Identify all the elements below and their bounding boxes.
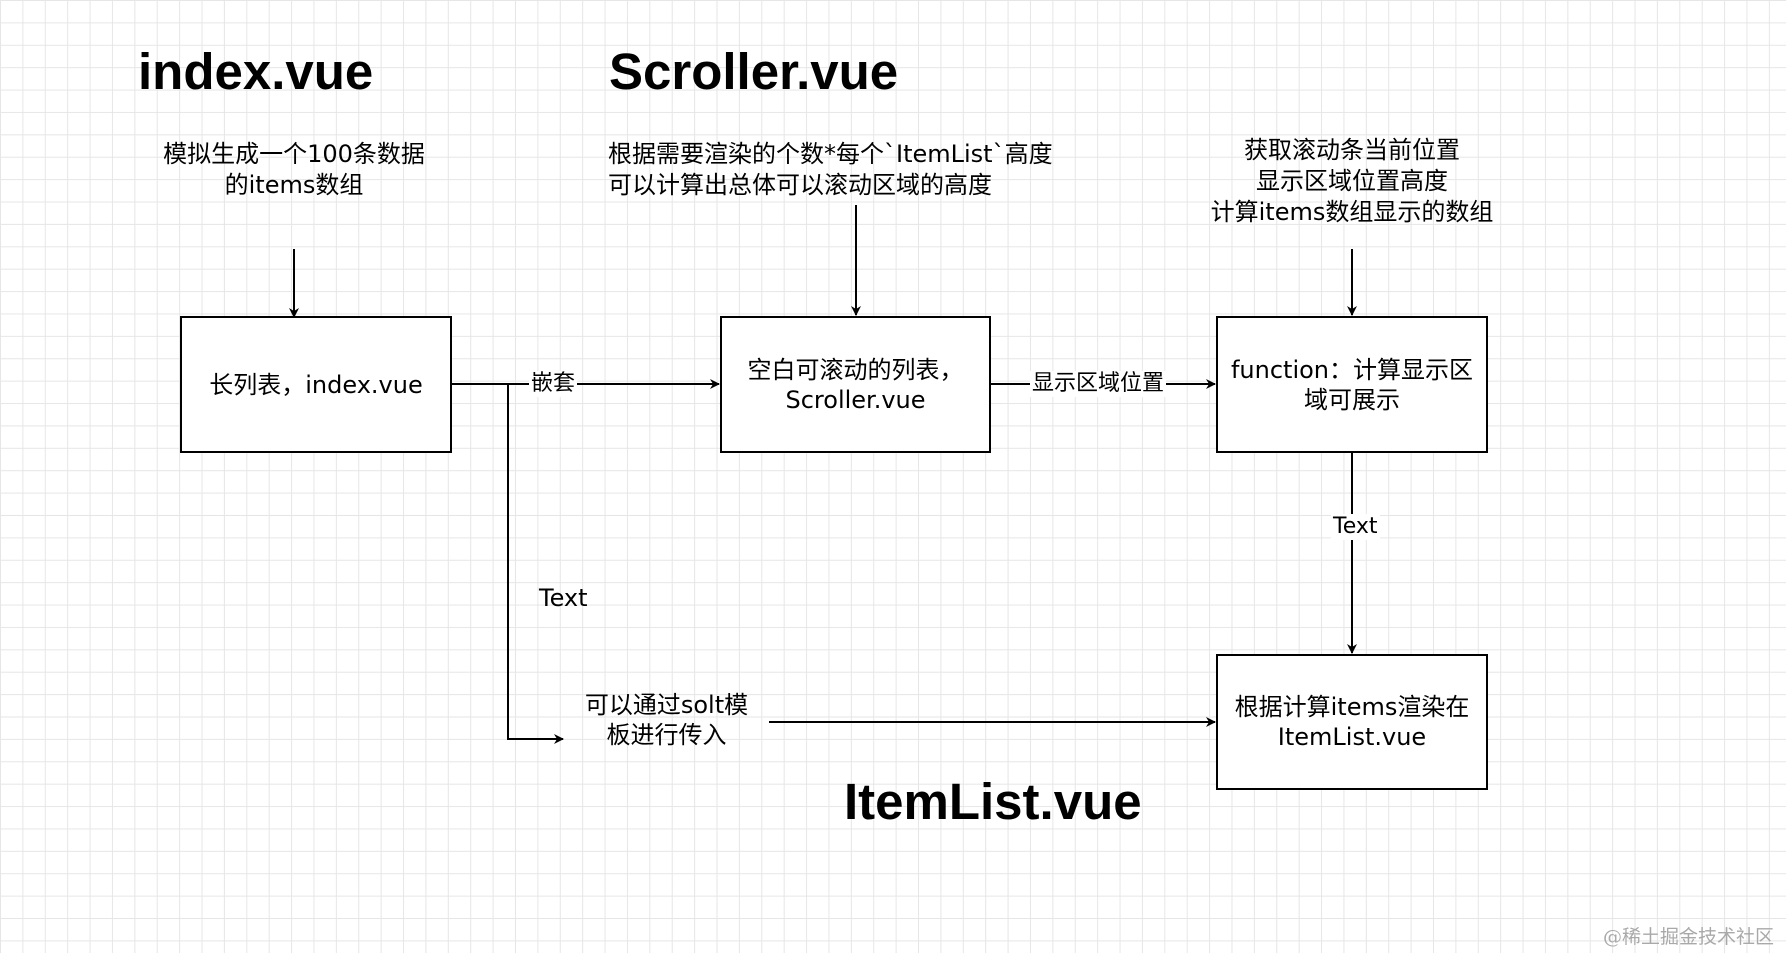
heading-index-vue: index.vue — [138, 43, 374, 100]
note-scroll-position-line-1: 获取滚动条当前位置 — [1244, 136, 1460, 164]
node-compute-function: function：计算显示区 域可展示 — [1216, 316, 1488, 453]
node-render-items-label: 根据计算items渲染在 ItemList.vue — [1234, 693, 1470, 751]
node-slot-note: 可以通过solt模 板进行传入 — [584, 691, 749, 749]
note-mock-data: 模拟生成一个100条数据 的items数组 — [138, 139, 450, 201]
note-scroll-position-line-2: 显示区域位置高度 — [1256, 167, 1448, 195]
heading-scroller-vue: Scroller.vue — [609, 43, 899, 100]
edge-label-visible-position: 显示区域位置 — [1030, 371, 1167, 397]
note-scroll-position-line-3: 计算items数组显示的数组 — [1210, 198, 1494, 226]
watermark: @稀土掘金技术社区 — [1602, 926, 1774, 948]
note-scroll-position: 获取滚动条当前位置 显示区域位置高度 计算items数组显示的数组 — [1182, 135, 1522, 228]
note-scroll-height-line-1: 根据需要渲染的个数*每个`ItemList`高度 — [608, 140, 1053, 168]
node-long-list-label: 长列表，index.vue — [209, 370, 423, 399]
node-compute-function-label: function：计算显示区 域可展示 — [1230, 355, 1474, 414]
note-scroll-height: 根据需要渲染的个数*每个`ItemList`高度 可以计算出总体可以滚动区域的高… — [608, 139, 1053, 201]
edge-label-text-left: Text — [539, 584, 588, 612]
edge-label-nest: 嵌套 — [529, 371, 578, 397]
edge-label-text-right: Text — [1331, 514, 1380, 540]
note-mock-data-line-1: 模拟生成一个100条数据 — [163, 140, 425, 168]
node-scroller: 空白可滚动的列表， Scroller.vue — [720, 316, 991, 453]
node-long-list: 长列表，index.vue — [180, 316, 452, 453]
note-mock-data-line-2: 的items数组 — [224, 171, 364, 199]
heading-itemlist-vue: ItemList.vue — [844, 773, 1142, 830]
note-scroll-height-line-2: 可以计算出总体可以滚动区域的高度 — [608, 171, 992, 199]
node-render-items: 根据计算items渲染在 ItemList.vue — [1216, 654, 1488, 790]
node-scroller-label: 空白可滚动的列表， Scroller.vue — [747, 355, 964, 414]
arrow-long-list-to-slot — [452, 383, 564, 744]
